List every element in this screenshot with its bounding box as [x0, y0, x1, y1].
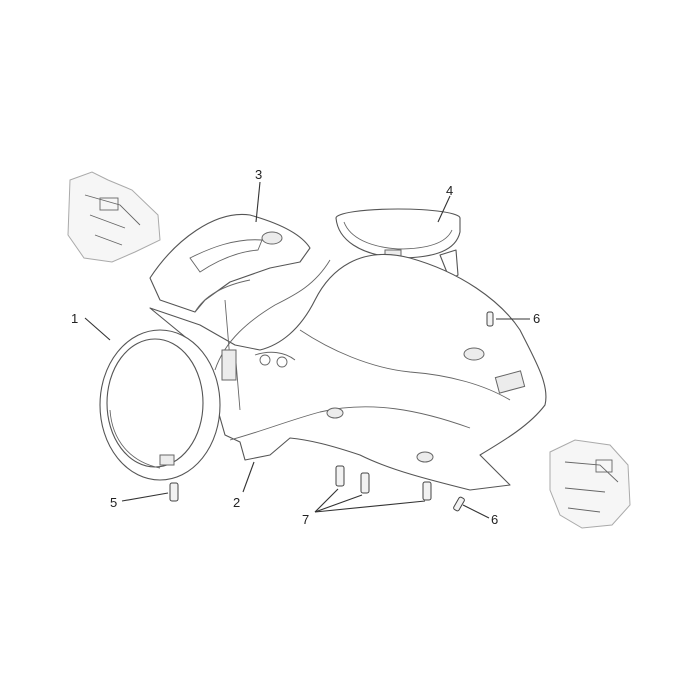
lower-handlebar-cover	[149, 253, 547, 491]
callout-3: 3	[255, 167, 262, 182]
callout-6-upper: 6	[533, 311, 540, 326]
screw-5	[169, 482, 179, 502]
callout-6-lower: 6	[491, 512, 498, 527]
callout-1: 1	[71, 311, 78, 326]
upper-handlebar-cover	[149, 213, 311, 313]
callout-7: 7	[302, 512, 309, 527]
screw-6-lower	[453, 496, 465, 512]
callout-5: 5	[110, 495, 117, 510]
screw-7-c	[422, 481, 432, 501]
screw-7-b	[360, 472, 370, 494]
screw-6-upper	[486, 311, 494, 327]
screw-7-a	[335, 465, 345, 487]
ghost-switch-right	[549, 439, 631, 529]
leader-lines	[84, 181, 530, 519]
ghost-switch-left	[67, 171, 161, 263]
headlight-rim	[99, 329, 221, 481]
callout-2: 2	[233, 495, 240, 510]
callout-4: 4	[446, 183, 453, 198]
